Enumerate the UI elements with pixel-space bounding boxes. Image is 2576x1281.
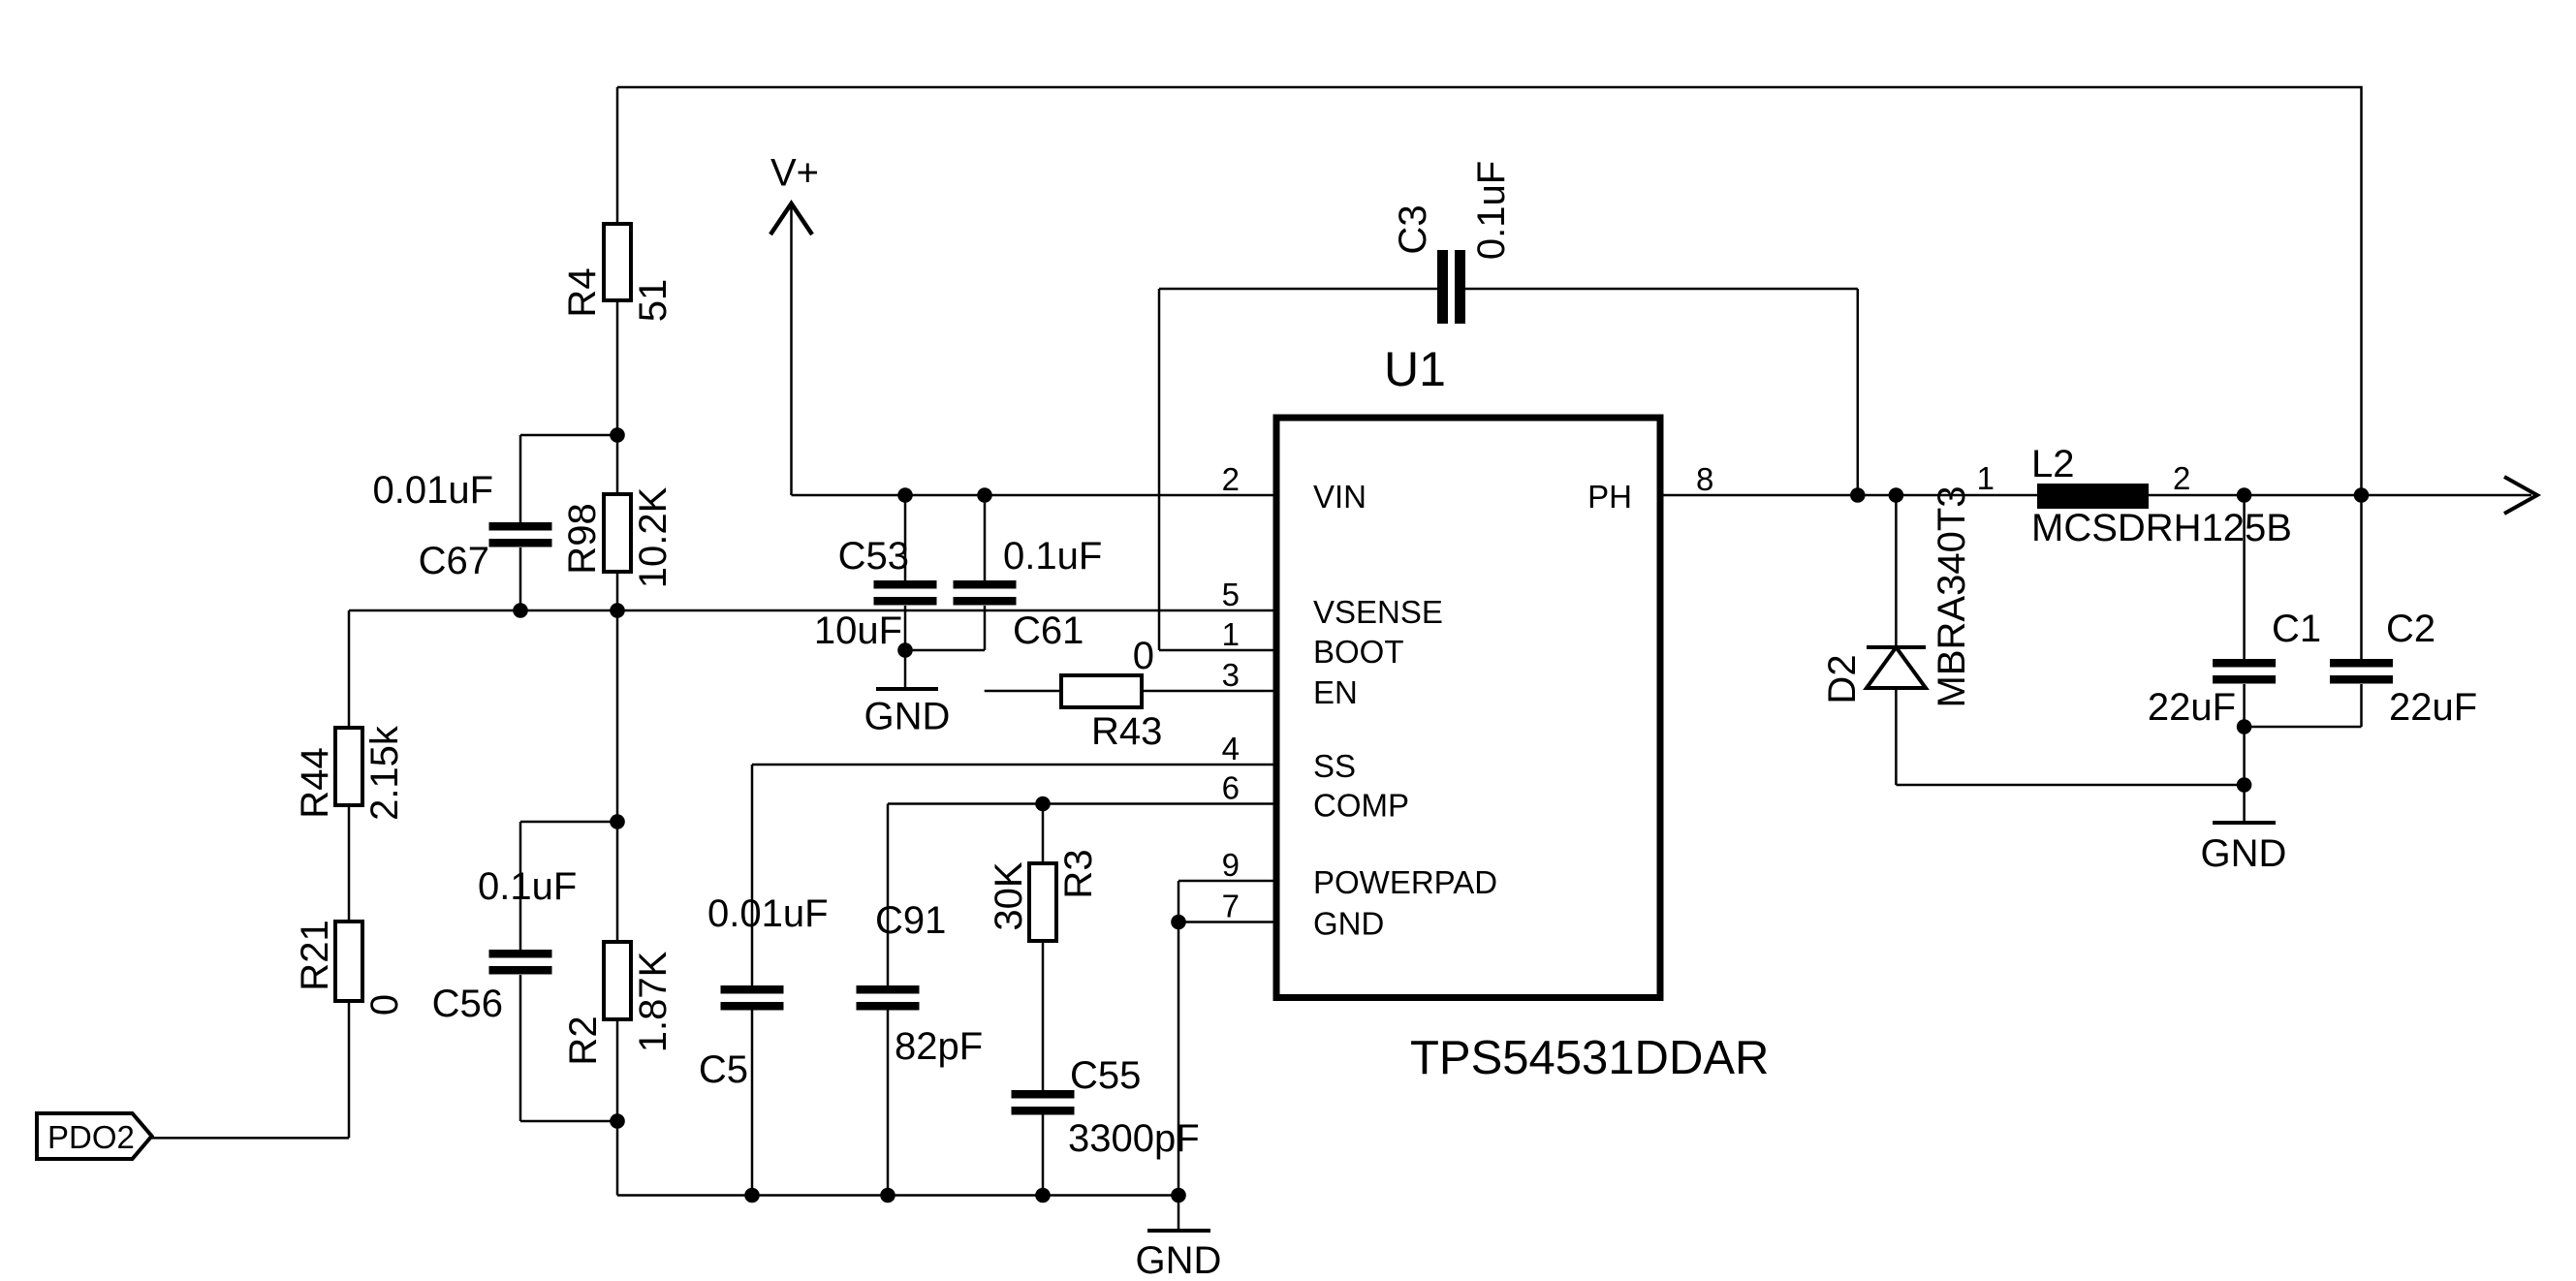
svg-text:1.87K: 1.87K <box>632 951 675 1052</box>
svg-text:R21: R21 <box>294 920 336 990</box>
svg-text:GND: GND <box>1313 906 1384 942</box>
svg-text:COMP: COMP <box>1313 788 1409 824</box>
svg-text:4: 4 <box>1222 731 1240 766</box>
svg-text:C56: C56 <box>432 983 503 1025</box>
svg-text:30K: 30K <box>988 861 1030 930</box>
svg-text:SS: SS <box>1313 748 1356 784</box>
svg-text:U1: U1 <box>1384 342 1446 396</box>
svg-text:C3: C3 <box>1392 204 1434 254</box>
svg-text:C53: C53 <box>838 535 909 578</box>
svg-text:6: 6 <box>1222 770 1240 806</box>
svg-text:GND: GND <box>1136 1239 1222 1281</box>
svg-text:10uF: 10uF <box>814 609 902 652</box>
svg-text:C91: C91 <box>875 899 946 942</box>
svg-text:MCSDRH125B: MCSDRH125B <box>2031 507 2292 549</box>
svg-text:0: 0 <box>363 994 406 1015</box>
svg-text:5: 5 <box>1222 577 1240 612</box>
svg-text:22uF: 22uF <box>2389 686 2477 729</box>
svg-text:1: 1 <box>1977 460 1995 496</box>
svg-text:0.1uF: 0.1uF <box>1003 535 1102 578</box>
svg-text:BOOT: BOOT <box>1313 634 1404 670</box>
svg-text:9: 9 <box>1222 847 1240 883</box>
svg-text:0.01uF: 0.01uF <box>707 892 829 935</box>
svg-text:V+: V+ <box>770 152 819 195</box>
svg-text:C55: C55 <box>1070 1054 1141 1097</box>
svg-text:C67: C67 <box>419 540 489 582</box>
svg-text:D2: D2 <box>1821 654 1864 703</box>
svg-text:PDO2: PDO2 <box>47 1119 135 1155</box>
svg-text:0.01uF: 0.01uF <box>372 469 493 512</box>
svg-text:R44: R44 <box>294 747 336 818</box>
svg-text:GND: GND <box>2201 832 2287 875</box>
svg-text:82pF: 82pF <box>895 1025 983 1068</box>
svg-text:51: 51 <box>632 279 675 323</box>
svg-text:C2: C2 <box>2386 608 2435 650</box>
svg-text:R2: R2 <box>562 1015 605 1065</box>
svg-text:R43: R43 <box>1091 710 1162 753</box>
svg-text:MBRA340T3: MBRA340T3 <box>1931 486 1973 708</box>
svg-text:3300pF: 3300pF <box>1068 1117 1200 1160</box>
svg-text:R3: R3 <box>1057 849 1100 898</box>
svg-text:1: 1 <box>1222 616 1240 652</box>
svg-text:R98: R98 <box>561 503 604 574</box>
svg-text:0: 0 <box>1133 635 1154 677</box>
svg-text:VIN: VIN <box>1313 479 1367 515</box>
svg-text:EN: EN <box>1313 674 1358 710</box>
svg-text:R4: R4 <box>561 267 604 317</box>
svg-text:2: 2 <box>1222 461 1240 497</box>
svg-text:22uF: 22uF <box>2148 686 2236 729</box>
svg-text:VSENSE: VSENSE <box>1313 594 1443 630</box>
svg-text:C5: C5 <box>699 1048 748 1091</box>
svg-text:GND: GND <box>864 696 951 738</box>
svg-text:0.1uF: 0.1uF <box>1470 161 1513 260</box>
svg-text:2.15k: 2.15k <box>363 725 406 821</box>
svg-text:2: 2 <box>2173 460 2190 496</box>
svg-text:0.1uF: 0.1uF <box>478 865 577 908</box>
svg-text:C61: C61 <box>1013 609 1084 652</box>
svg-text:7: 7 <box>1222 889 1240 924</box>
svg-text:10.2K: 10.2K <box>632 486 675 588</box>
svg-text:TPS54531DDAR: TPS54531DDAR <box>1410 1032 1769 1084</box>
svg-text:3: 3 <box>1222 657 1240 693</box>
svg-text:POWERPAD: POWERPAD <box>1313 864 1497 900</box>
svg-text:8: 8 <box>1696 461 1713 497</box>
svg-text:C1: C1 <box>2272 608 2321 650</box>
svg-text:PH: PH <box>1587 479 1632 515</box>
svg-text:L2: L2 <box>2031 443 2075 485</box>
